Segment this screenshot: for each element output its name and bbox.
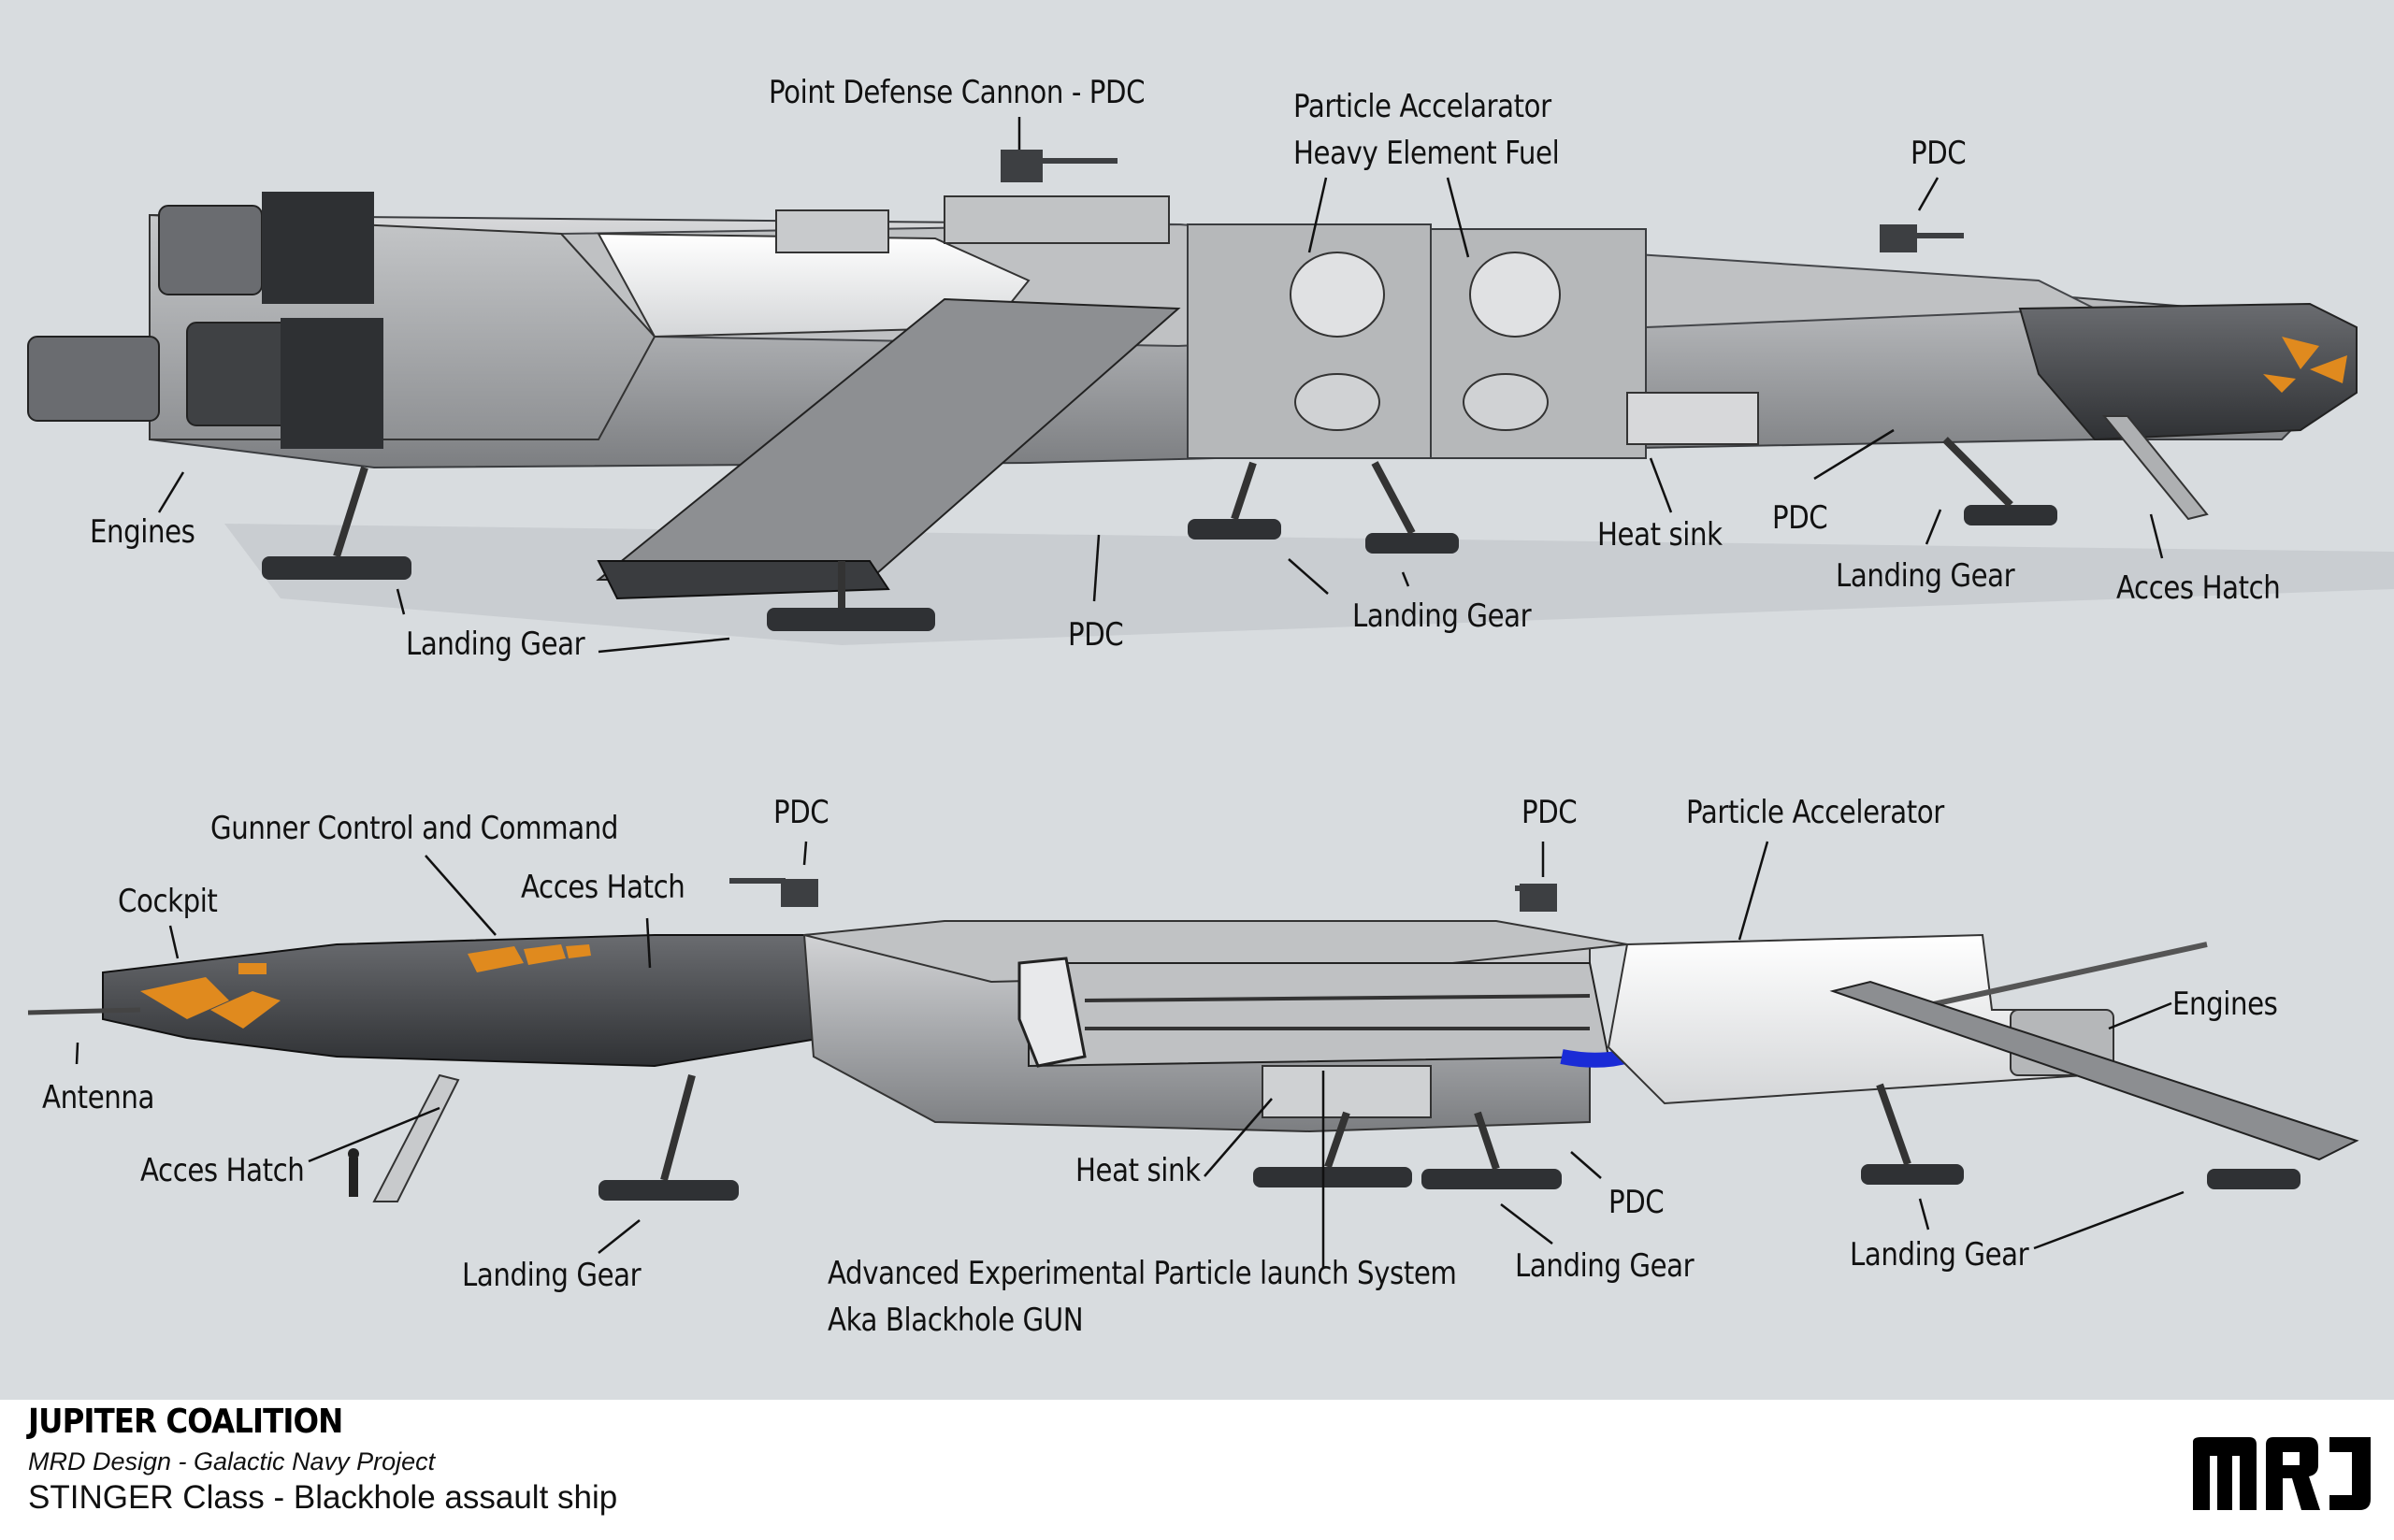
bottom-antenna-front bbox=[27, 1007, 141, 1015]
top-gear-strut-3 bbox=[1231, 461, 1257, 521]
label-landing-gear-bottom-front: Landing Gear bbox=[462, 1257, 642, 1294]
top-nose-orange-3 bbox=[2263, 374, 2296, 393]
bottom-gear-pad-1 bbox=[598, 1180, 739, 1201]
bottom-pdc-turret-1 bbox=[781, 879, 818, 907]
top-engine-nozzle-1 bbox=[27, 336, 160, 422]
label-landing-gear-bottom-rear: Landing Gear bbox=[1850, 1236, 2029, 1274]
label-blackhole-weapon-line1: Advanced Experimental Particle launch Sy… bbox=[828, 1255, 1457, 1292]
top-nose bbox=[2018, 302, 2358, 441]
label-acces-hatch-bottom: Acces Hatch bbox=[140, 1152, 305, 1189]
bottom-cockpit-orange-2 bbox=[210, 991, 281, 1029]
top-engine-housing bbox=[262, 192, 374, 304]
top-gunner-box bbox=[775, 209, 889, 253]
bottom-wing bbox=[1829, 980, 2359, 1161]
top-gear-pad-5 bbox=[1964, 505, 2057, 525]
top-gear-pad-4 bbox=[1365, 533, 1459, 554]
label-pdc-top-bottom: PDC bbox=[1068, 616, 1124, 654]
label-engines-bottom: Engines bbox=[2172, 986, 2278, 1023]
top-gear-strut-1 bbox=[333, 466, 368, 558]
bottom-gun-muzzle bbox=[1017, 957, 1087, 1068]
bottom-gear-strut-3 bbox=[1474, 1111, 1500, 1171]
label-pdc-top-right: PDC bbox=[1911, 135, 1967, 172]
top-nose-orange-2 bbox=[2310, 355, 2347, 383]
label-engines-top: Engines bbox=[90, 513, 195, 551]
label-acces-hatch-top: Acces Hatch bbox=[2116, 569, 2281, 607]
bottom-gear-pad-2 bbox=[1253, 1167, 1412, 1187]
bottom-ship-view bbox=[27, 878, 2359, 1202]
bottom-antenna-rear bbox=[1907, 942, 2208, 1013]
label-pdc-bottom-mid: PDC bbox=[1521, 794, 1578, 831]
bottom-gear-pad-5 bbox=[2207, 1169, 2300, 1189]
bottom-gear-pad-4 bbox=[1861, 1164, 1964, 1185]
top-nose-orange-1 bbox=[2282, 337, 2319, 369]
top-pdc-turret-1 bbox=[1001, 150, 1043, 182]
bottom-gun-housing bbox=[1028, 962, 1610, 1068]
label-gunner-control: Gunner Control and Command bbox=[210, 810, 618, 847]
bottom-scale-figure bbox=[349, 1158, 358, 1197]
label-landing-gear-bottom-mid: Landing Gear bbox=[1515, 1247, 1695, 1285]
top-accel-orb-3 bbox=[1294, 373, 1380, 431]
top-pdc-turret-2 bbox=[1880, 224, 1917, 252]
label-landing-gear-top-mid: Landing Gear bbox=[1352, 597, 1532, 635]
label-point-defense-cannon: Point Defense Cannon - PDC bbox=[769, 74, 1146, 111]
top-engine-nozzle-2 bbox=[158, 205, 263, 295]
footer-bar bbox=[0, 1400, 2394, 1540]
bottom-cockpit-light bbox=[238, 963, 267, 974]
top-leader-lines bbox=[157, 117, 2164, 654]
top-gear-pad-3 bbox=[1188, 519, 1281, 540]
label-pdc-bottom-lower: PDC bbox=[1608, 1184, 1665, 1221]
label-antenna: Antenna bbox=[42, 1079, 154, 1116]
top-ship-view bbox=[27, 150, 2394, 645]
bottom-gear-pad-3 bbox=[1421, 1169, 1562, 1189]
label-landing-gear-top-front: Landing Gear bbox=[1836, 557, 2015, 595]
bottom-orange-slot-1 bbox=[468, 946, 524, 972]
bottom-heat-sink-panel bbox=[1262, 1065, 1432, 1118]
top-turret-box bbox=[944, 195, 1170, 244]
bottom-dark-hull bbox=[102, 934, 825, 1068]
bottom-cockpit-orange-1 bbox=[140, 977, 229, 1019]
label-heat-sink-top: Heat sink bbox=[1597, 516, 1723, 554]
bottom-orange-slot-3 bbox=[566, 944, 591, 958]
bottom-orange-slot-2 bbox=[524, 944, 566, 965]
top-heat-sink-panel bbox=[1626, 392, 1759, 445]
label-particle-accelarator: Particle Accelarator bbox=[1293, 88, 1551, 125]
label-heavy-element-fuel: Heavy Element Fuel bbox=[1293, 135, 1560, 172]
top-hatch-ramp bbox=[2101, 415, 2209, 521]
bottom-gear-strut-4 bbox=[1876, 1083, 1911, 1166]
top-accel-orb-1 bbox=[1290, 252, 1385, 338]
bottom-gear-strut-1 bbox=[660, 1073, 696, 1182]
label-heat-sink-bottom: Heat sink bbox=[1075, 1152, 1201, 1189]
label-acces-hatch-bottom-top: Acces Hatch bbox=[521, 869, 685, 906]
top-gear-pad-1 bbox=[262, 556, 411, 580]
top-gear-strut-5 bbox=[1942, 437, 2013, 508]
label-landing-gear-top-rear: Landing Gear bbox=[406, 626, 585, 663]
top-gear-pad-2 bbox=[767, 608, 935, 631]
top-accel-orb-2 bbox=[1469, 252, 1561, 338]
label-pdc-top-right-lower: PDC bbox=[1772, 499, 1828, 537]
mrj-logo bbox=[2193, 1437, 2371, 1510]
footer-title: JUPITER COALITION bbox=[28, 1403, 343, 1441]
bottom-hatch-ramp bbox=[372, 1073, 460, 1202]
top-accel-orb-4 bbox=[1463, 373, 1549, 431]
bottom-scale-figure-head bbox=[348, 1148, 359, 1159]
label-cockpit: Cockpit bbox=[118, 883, 218, 920]
label-blackhole-weapon-line2: Aka Blackhole GUN bbox=[828, 1302, 1084, 1339]
label-pdc-bottom-left: PDC bbox=[773, 794, 829, 831]
top-wing-edge bbox=[597, 560, 890, 600]
label-particle-accelerator-bottom: Particle Accelerator bbox=[1686, 794, 1944, 831]
footer-ship-name: STINGER Class - Blackhole assault ship bbox=[28, 1479, 618, 1516]
bottom-gun-rail-1 bbox=[1084, 994, 1591, 1002]
bottom-leader-lines bbox=[75, 841, 2185, 1267]
footer-subtitle: MRD Design - Galactic Navy Project bbox=[28, 1447, 436, 1475]
top-engine-housing-2 bbox=[281, 318, 383, 449]
top-gear-strut-4 bbox=[1371, 461, 1416, 535]
bottom-gear-strut-2 bbox=[1324, 1111, 1350, 1169]
